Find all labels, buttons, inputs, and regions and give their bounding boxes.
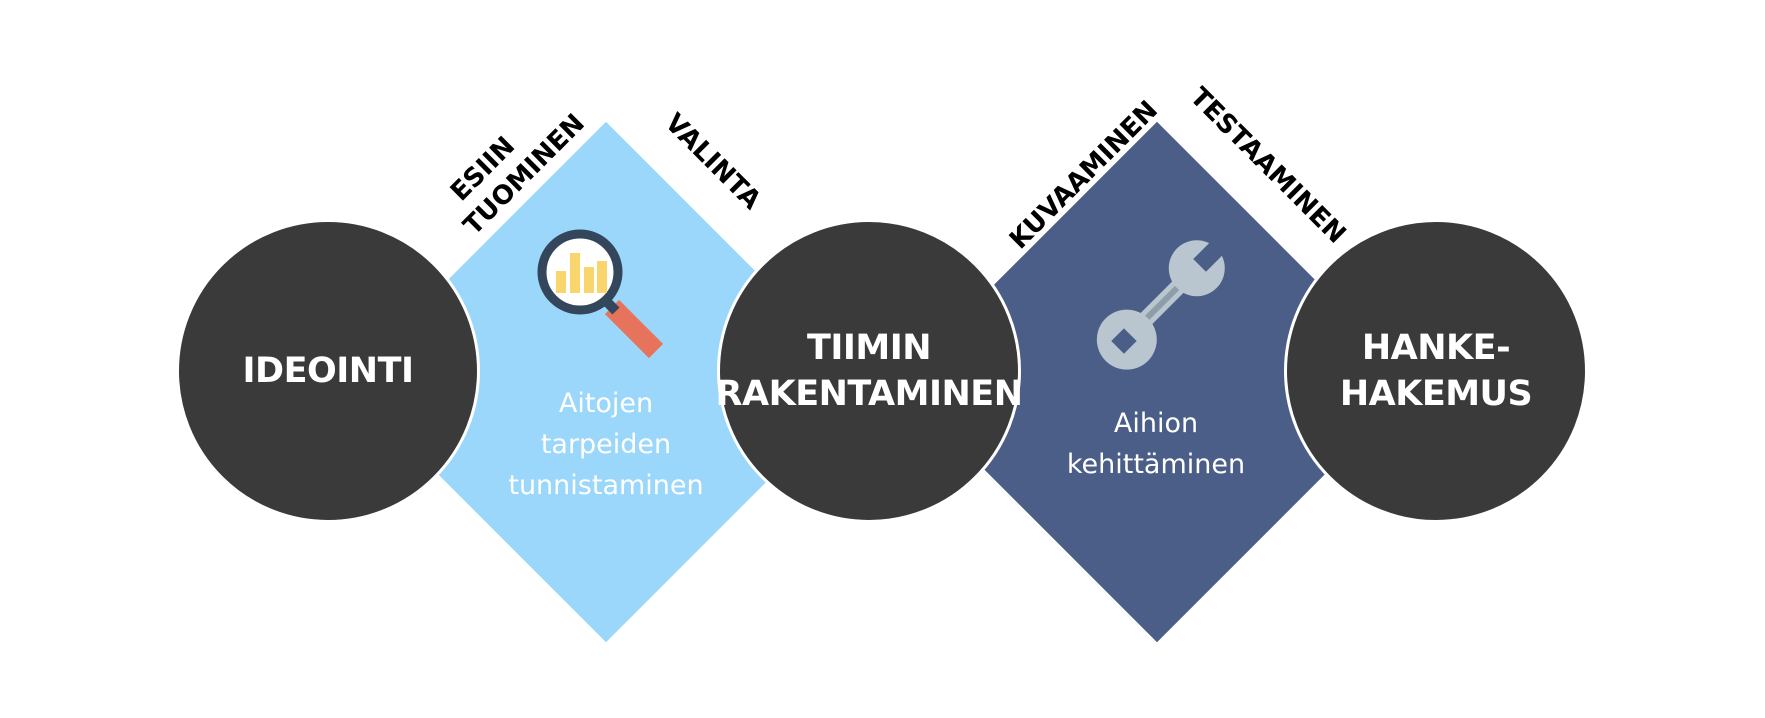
diamond-text-line: tarpeiden	[540, 429, 672, 460]
magnifying-glass-chart-icon	[537, 229, 664, 359]
diamond-text-prototype: Aihion kehittäminen	[1006, 403, 1306, 485]
diamond-text-line: Aitojen	[558, 388, 654, 419]
diamond-text-needs: Aitojen tarpeiden tunnistaminen	[456, 383, 756, 506]
circle-label-line: HAKEMUS	[1339, 374, 1533, 414]
circle-label-line: TIIMIN	[806, 328, 932, 368]
diamond-text-line: Aihion	[1113, 408, 1199, 439]
circle-label-line: HANKE-	[1361, 328, 1511, 368]
circle-hankehakemus: HANKE- HAKEMUS	[1284, 219, 1588, 523]
wrench-icon	[1096, 240, 1228, 370]
circle-label-line: IDEOINTI	[242, 351, 414, 391]
circle-label: IDEOINTI	[243, 348, 414, 394]
circle-ideointi: IDEOINTI	[176, 219, 480, 523]
circle-label: TIIMIN RAKENTAMINEN	[716, 325, 1023, 417]
circle-label: HANKE- HAKEMUS	[1339, 325, 1533, 417]
circle-tiimin-rakentaminen: TIIMIN RAKENTAMINEN	[716, 219, 1023, 523]
diamond-text-line: tunnistaminen	[508, 470, 704, 501]
circle-label-line: RAKENTAMINEN	[715, 374, 1023, 414]
diamond-text-line: kehittäminen	[1066, 449, 1246, 480]
